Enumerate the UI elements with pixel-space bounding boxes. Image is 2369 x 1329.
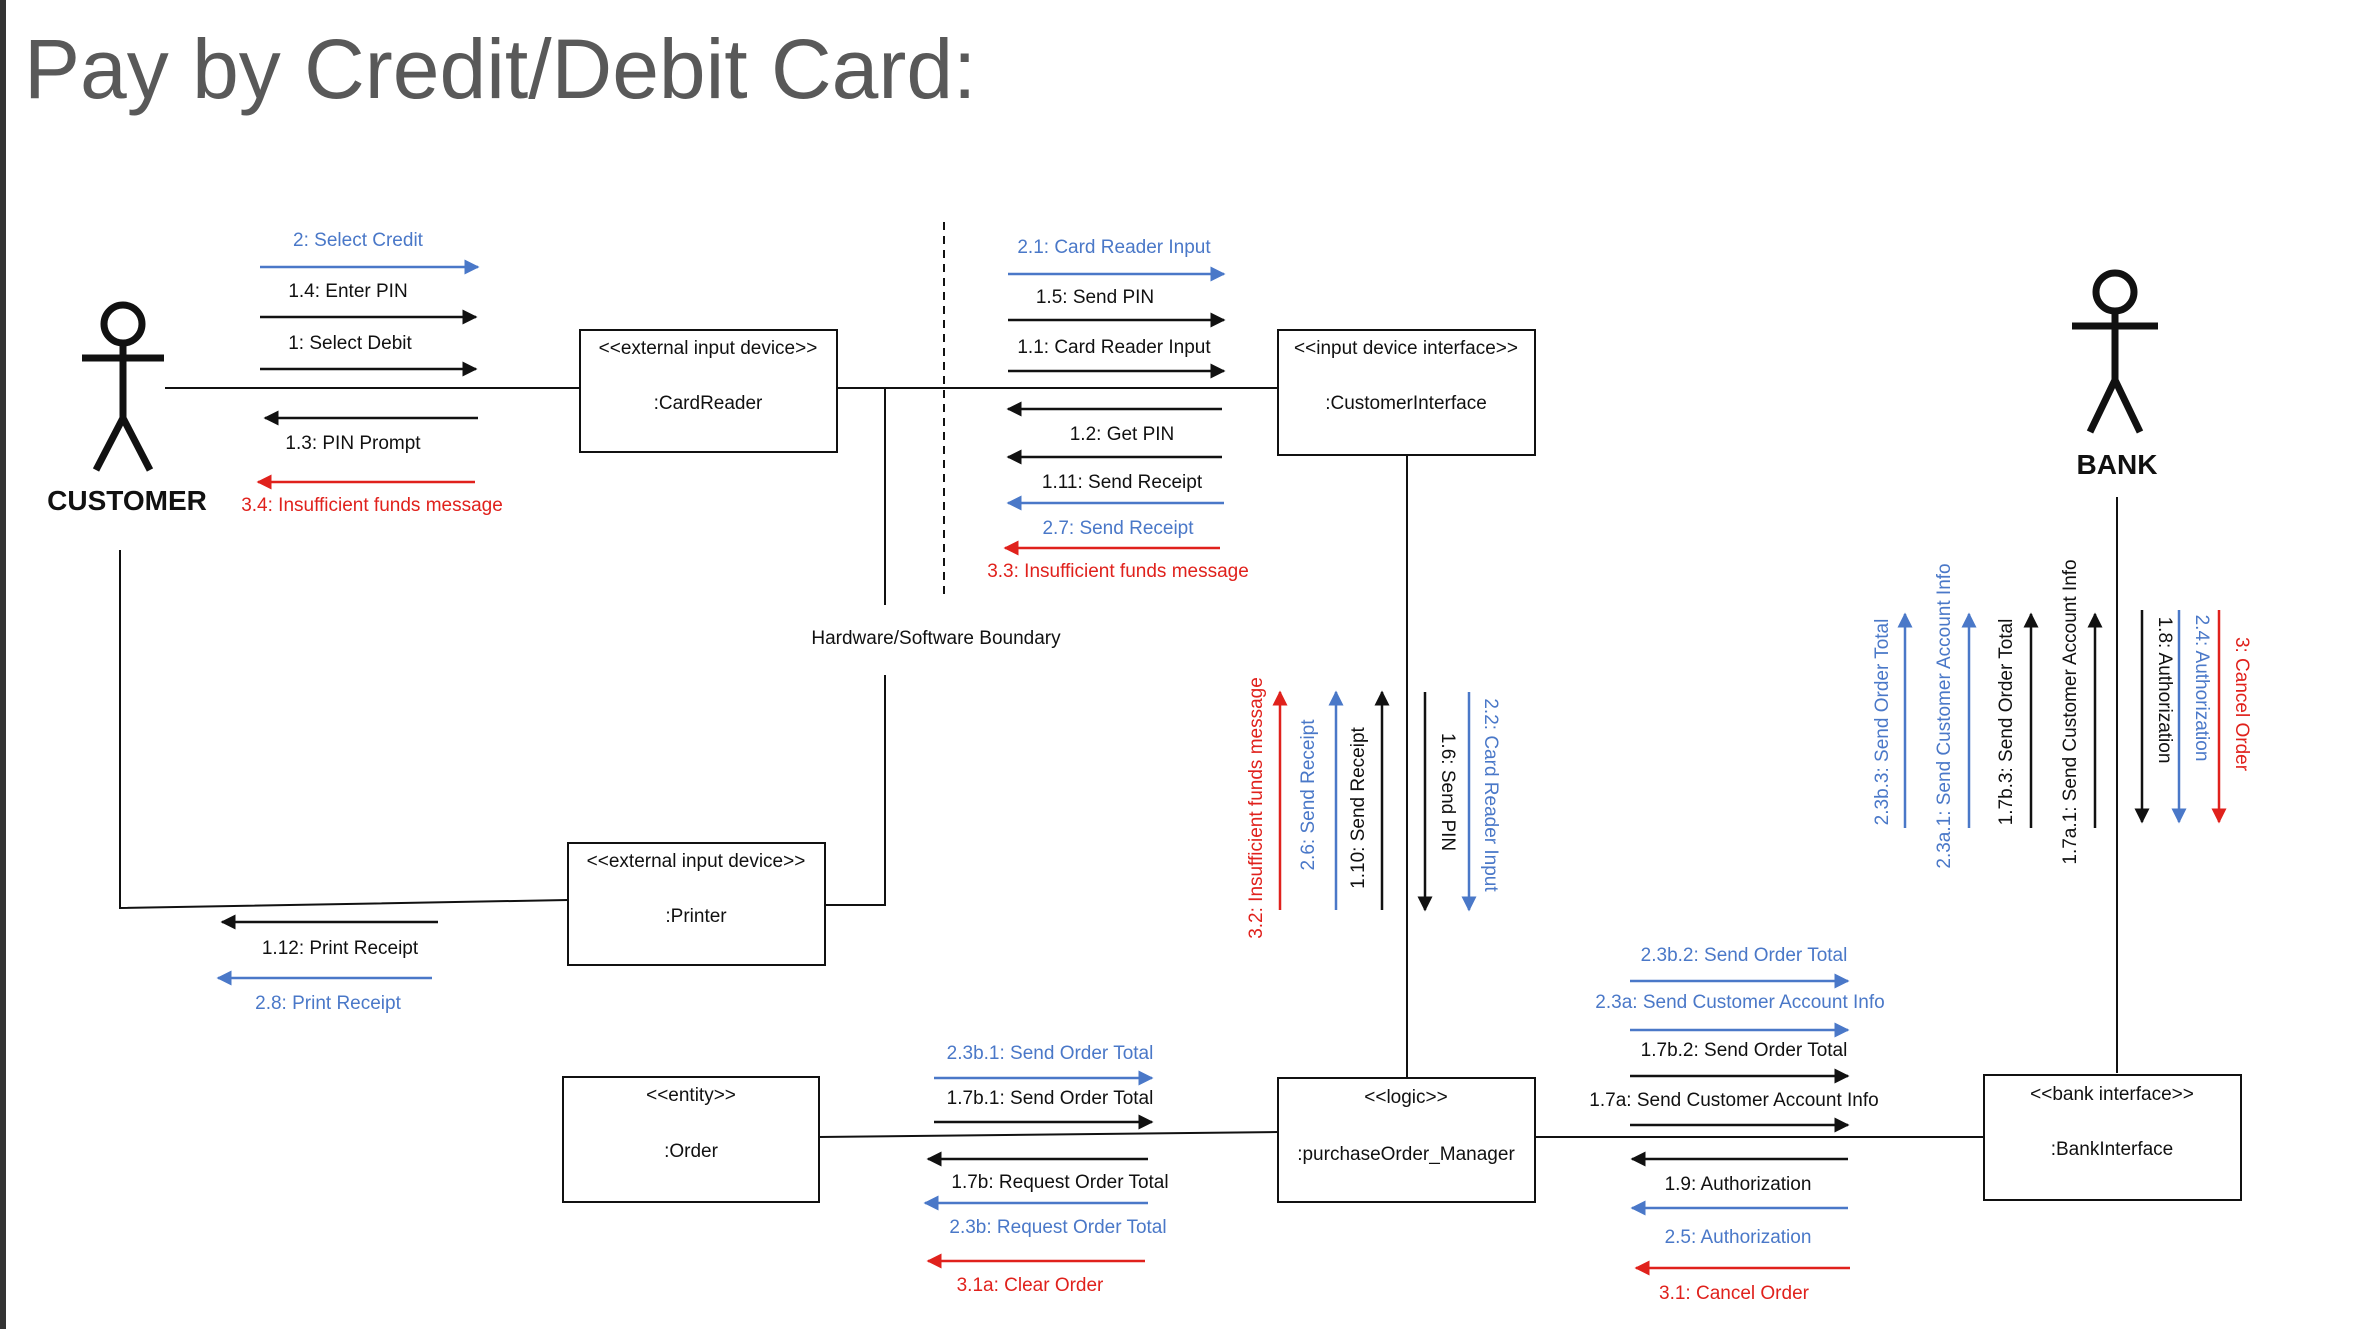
box-printer: <<external input device>> :Printer [567, 842, 826, 966]
customerinterface-stereotype: <<input device interface>> [1294, 338, 1518, 359]
msg-enter-pin: 1.4: Enter PIN [288, 281, 407, 302]
msg-print-receipt-112: 1.12: Print Receipt [262, 938, 419, 959]
msg-send-receipt-110: 1.10: Send Receipt [1348, 726, 1369, 888]
bankinterface-stereotype: <<bank interface>> [2030, 1084, 2194, 1105]
msg-insufficient-32: 3.2: Insufficient funds message [1246, 677, 1267, 939]
msg-send-receipt-27: 2.7: Send Receipt [1042, 518, 1194, 539]
msg-send-receipt-111: 1.11: Send Receipt [1042, 472, 1203, 493]
printer-stereotype: <<external input device>> [587, 851, 806, 872]
bankinterface-name: :BankInterface [2051, 1139, 2174, 1160]
link-printer-boundary [825, 675, 886, 906]
cardreader-name: :CardReader [654, 393, 763, 414]
customer-actor [82, 301, 164, 472]
bank-actor [2072, 269, 2158, 434]
msg-authorization-18: 1.8: Authorization [2154, 617, 2175, 764]
msg-request-order-total-23b: 2.3b: Request Order Total [949, 1217, 1166, 1238]
printer-name: :Printer [665, 906, 727, 927]
msg-authorization-24: 2.4: Authorization [2191, 615, 2212, 762]
msg-request-order-total-17b: 1.7b: Request Order Total [951, 1172, 1168, 1193]
box-order: <<entity>> :Order [562, 1076, 820, 1203]
order-stereotype: <<entity>> [646, 1085, 736, 1106]
boundary-label: Hardware/Software Boundary [811, 628, 1061, 649]
msg-print-receipt-28: 2.8: Print Receipt [255, 993, 401, 1014]
msg-card-reader-input-21: 2.1: Card Reader Input [1017, 237, 1211, 258]
link-customer-printer [119, 550, 569, 910]
page-title: Pay by Credit/Debit Card: [24, 22, 976, 116]
box-customerinterface: <<input device interface>> :CustomerInte… [1277, 329, 1536, 456]
cardreader-stereotype: <<external input device>> [599, 338, 818, 359]
msg-authorization-25: 2.5: Authorization [1665, 1227, 1812, 1248]
customer-label: CUSTOMER [47, 485, 207, 516]
link-order-manager [818, 1131, 1279, 1138]
manager-stereotype: <<logic>> [1364, 1087, 1447, 1108]
bank-label: BANK [2077, 449, 2158, 480]
msg-send-order-total-17b2: 1.7b.2: Send Order Total [1641, 1040, 1848, 1061]
msg-send-customer-account-info-17a1: 1.7a.1: Send Customer Account Info [2060, 559, 2081, 864]
msg-send-customer-account-info-17a: 1.7a: Send Customer Account Info [1589, 1090, 1878, 1111]
msg-get-pin: 1.2: Get PIN [1070, 424, 1175, 445]
msg-card-reader-input-11: 1.1: Card Reader Input [1017, 337, 1211, 358]
msg-send-customer-account-info-23a: 2.3a: Send Customer Account Info [1595, 992, 1884, 1013]
msg-authorization-19: 1.9: Authorization [1665, 1174, 1812, 1195]
msg-insufficient-33: 3.3: Insufficient funds message [987, 561, 1249, 582]
links [119, 387, 2118, 1138]
customerinterface-name: :CustomerInterface [1325, 393, 1487, 414]
msg-card-reader-input-22: 2.2: Card Reader Input [1480, 698, 1501, 892]
msg-insufficient-34: 3.4: Insufficient funds message [241, 495, 503, 516]
msg-send-pin-16: 1.6: Send PIN [1437, 733, 1458, 851]
window-edge [0, 0, 6, 1329]
msg-send-customer-account-info-23a1: 2.3a.1: Send Customer Account Info [1934, 563, 1955, 868]
msg-send-order-total-23b3: 2.3b.3: Send Order Total [1872, 619, 1893, 826]
msg-pin-prompt: 1.3: PIN Prompt [285, 433, 421, 454]
msg-clear-order: 3.1a: Clear Order [957, 1275, 1104, 1296]
msg-send-order-total-17b3: 1.7b.3: Send Order Total [1996, 619, 2017, 826]
msg-send-order-total-23b2: 2.3b.2: Send Order Total [1641, 945, 1848, 966]
msg-send-receipt-26: 2.6: Send Receipt [1298, 719, 1319, 871]
box-cardreader: <<external input device>> :CardReader [579, 329, 838, 453]
msg-cancel-order-31: 3.1: Cancel Order [1659, 1283, 1810, 1304]
box-manager: <<logic>> :purchaseOrder_Manager [1277, 1077, 1536, 1203]
order-name: :Order [664, 1141, 719, 1162]
manager-name: :purchaseOrder_Manager [1297, 1144, 1515, 1165]
msg-send-order-total-17b1: 1.7b.1: Send Order Total [947, 1088, 1154, 1109]
msg-cancel-order-3: 3: Cancel Order [2231, 637, 2252, 772]
msg-select-debit: 1: Select Debit [288, 333, 412, 354]
msg-send-order-total-23b1: 2.3b.1: Send Order Total [947, 1043, 1154, 1064]
msg-send-pin-15: 1.5: Send PIN [1036, 287, 1154, 308]
msg-select-credit: 2: Select Credit [293, 230, 424, 251]
box-bankinterface: <<bank interface>> :BankInterface [1983, 1074, 2242, 1201]
